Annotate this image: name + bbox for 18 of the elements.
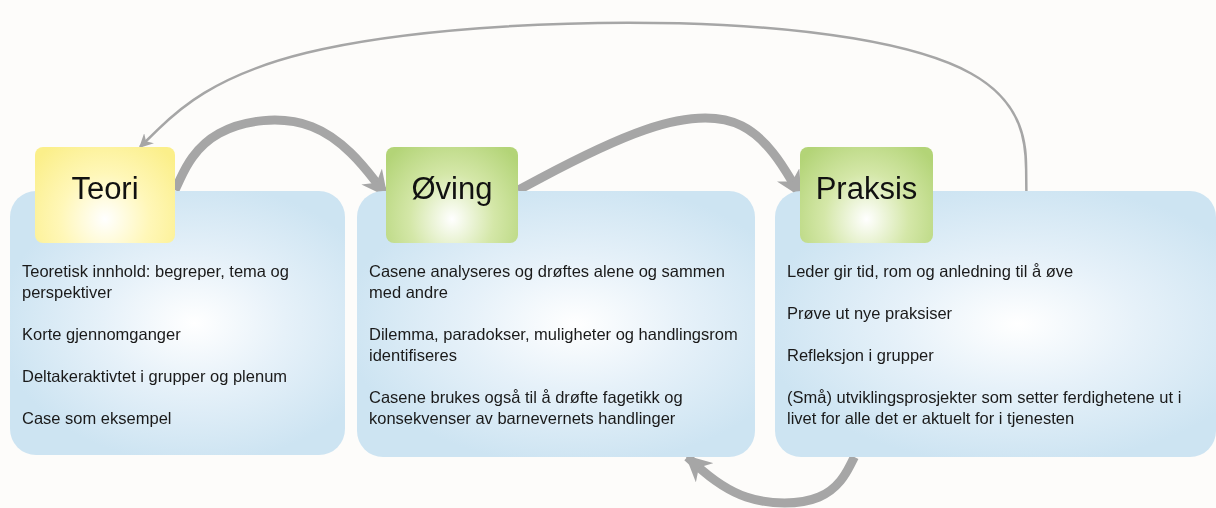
bullet-text: Deltakeraktivtet i grupper og plenum: [22, 366, 288, 387]
stage-heading: Praksis: [815, 173, 918, 204]
bullet-text: Casene brukes også til å drøfte fagetikk og konsekvenser av barnevernets handlinger: [369, 387, 684, 429]
bullet-text: Refleksjon i grupper: [787, 345, 934, 366]
header-tab: [35, 147, 175, 243]
bullet-text: Teoretisk innhold: begreper, tema og perspektiver: [22, 261, 290, 303]
stage-heading: Øving: [411, 173, 493, 204]
bullet-text: Korte gjennomganger: [22, 324, 181, 345]
bullet-text: (Små) utviklingsprosjekter som setter ferdighetene ut i livet for alle det er aktuelt for i tjenesten: [787, 387, 1183, 429]
stage-heading: Teori: [71, 173, 139, 204]
header-tab: [800, 147, 933, 243]
bullet-text: Prøve ut nye praksiser: [787, 303, 953, 324]
bullet-text: Casene analyseres og drøftes alene og sammen med andre: [369, 261, 726, 303]
bullet-text: Case som eksempel: [22, 408, 172, 429]
bullet-text: Leder gir tid, rom og anledning til å øve: [787, 261, 1074, 282]
bullet-text: Dilemma, paradokser, muligheter og handlingsrom identifiseres: [369, 324, 739, 366]
curved-arrow: [139, 21, 1028, 191]
header-tab: [386, 147, 518, 243]
